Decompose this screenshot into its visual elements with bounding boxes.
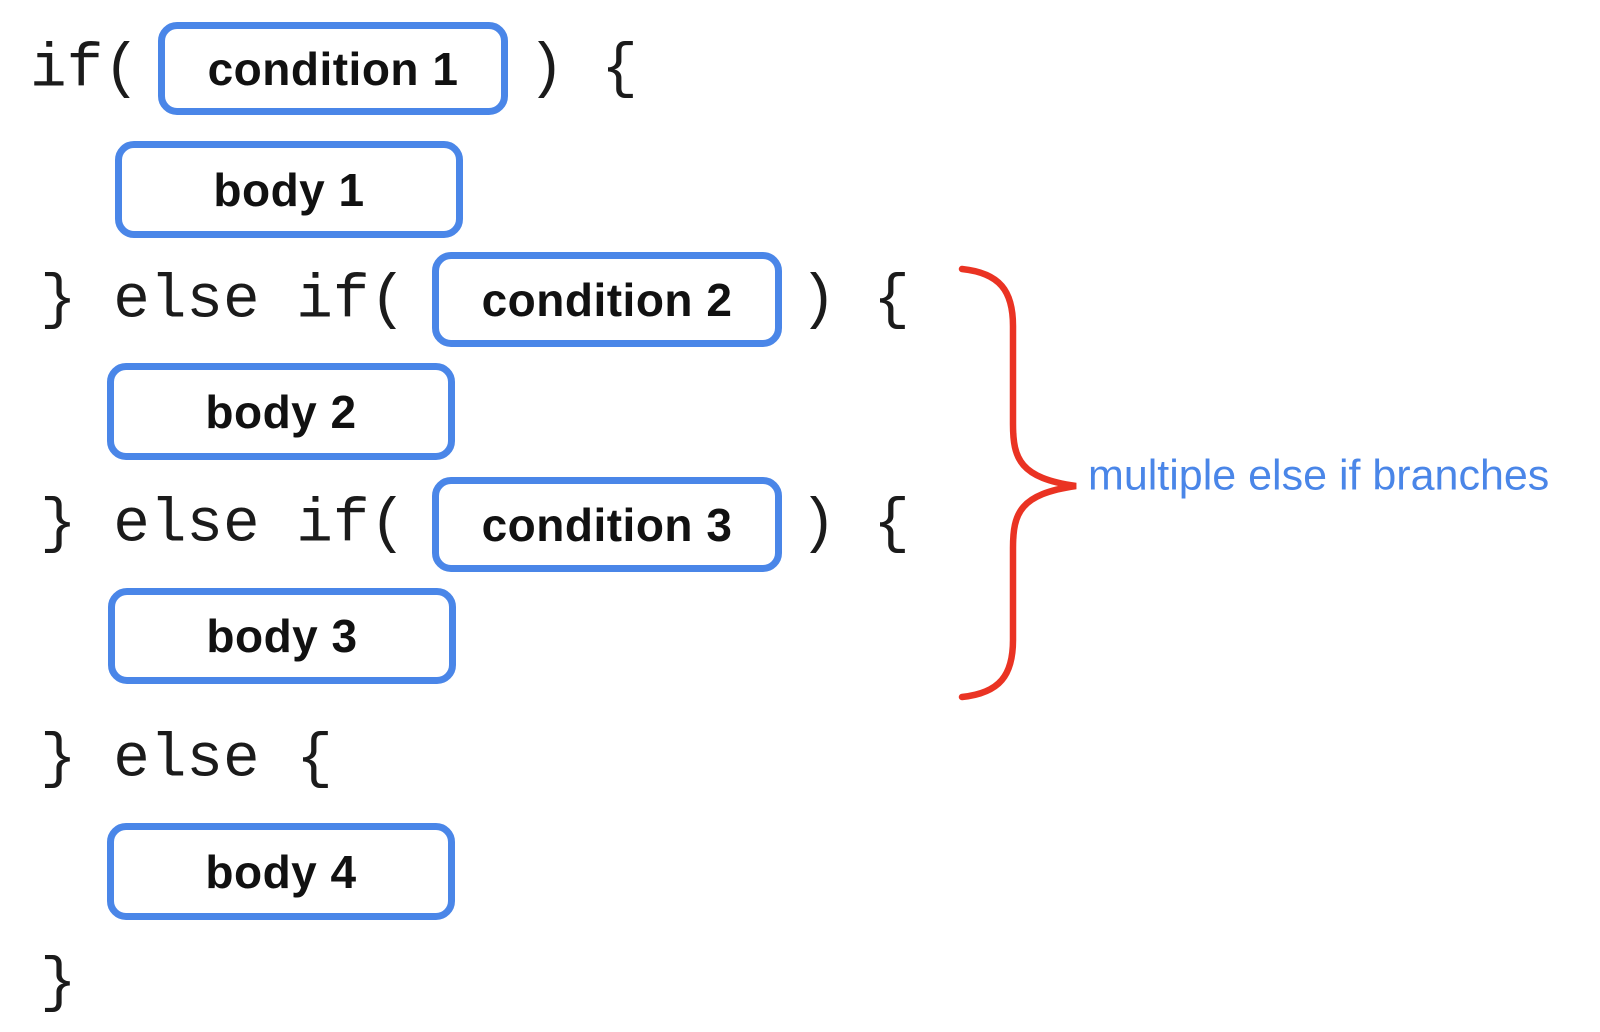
code-else-if-1: } else if(: [40, 266, 407, 336]
body-2-label: body 2: [205, 385, 357, 438]
code-close-paren-open-brace-3: ) {: [800, 490, 910, 560]
body-2-box: body 2: [107, 363, 455, 460]
annotation-text: multiple else if branches: [1088, 451, 1550, 500]
condition-2-label: condition 2: [481, 273, 733, 326]
code-else-open: } else {: [40, 725, 333, 795]
body-3-label: body 3: [206, 610, 358, 662]
condition-1-box: condition 1: [158, 22, 508, 115]
code-close-paren-open-brace-2: ) {: [800, 266, 910, 336]
code-close-paren-open-brace-1: ) {: [528, 35, 638, 105]
body-4-box: body 4: [107, 823, 455, 920]
code-final-close-brace: }: [40, 949, 77, 1019]
body-4-label: body 4: [205, 845, 357, 898]
body-3-box: body 3: [108, 588, 456, 684]
code-else-if-2: } else if(: [40, 490, 407, 560]
body-1-label: body 1: [213, 163, 365, 216]
condition-2-box: condition 2: [432, 252, 782, 347]
body-1-box: body 1: [115, 141, 463, 238]
condition-3-box: condition 3: [432, 477, 782, 572]
red-brace-icon: [958, 265, 1077, 701]
code-if-open: if(: [30, 35, 140, 105]
condition-1-label: condition 1: [207, 42, 459, 95]
condition-3-label: condition 3: [481, 498, 733, 551]
